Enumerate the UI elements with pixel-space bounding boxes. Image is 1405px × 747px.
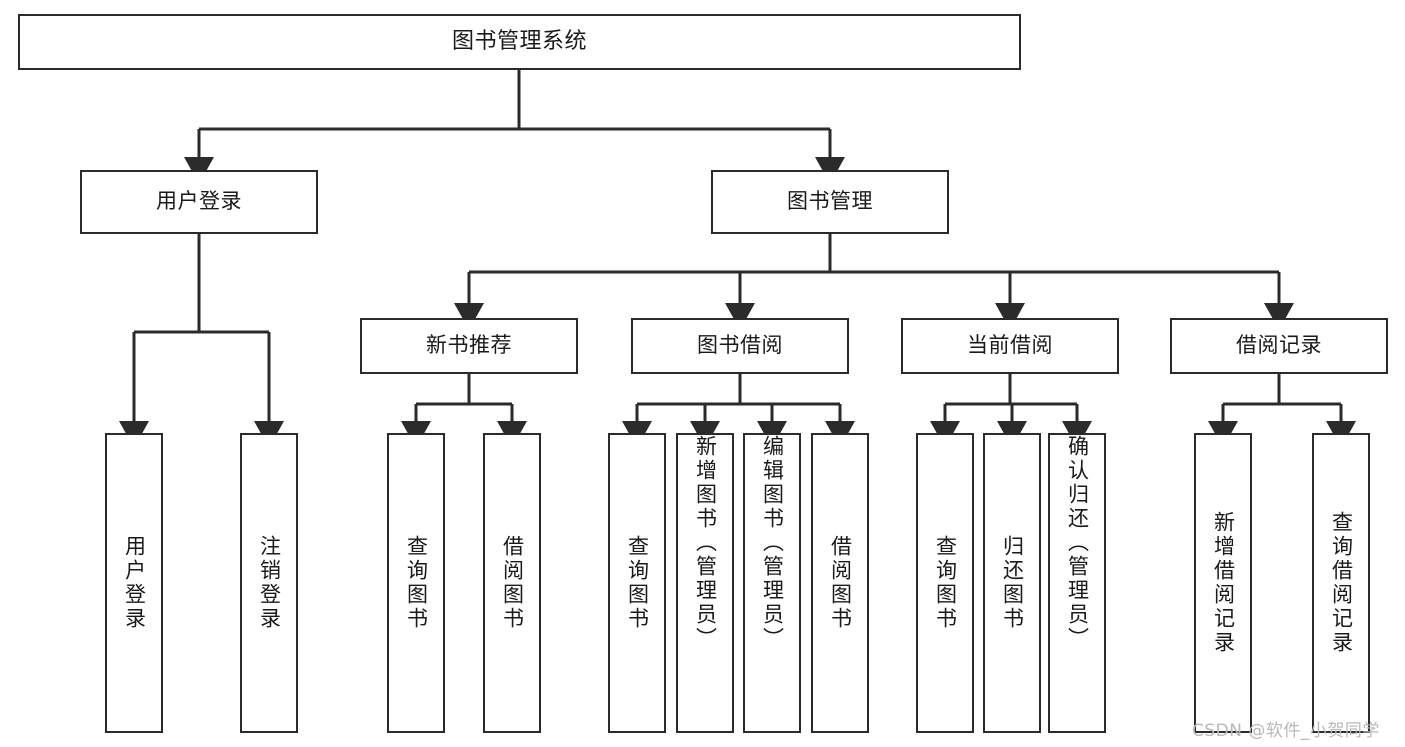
node-borrow-record[interactable]: 借阅记录 [1170, 318, 1388, 374]
node-label: 借阅记录 [1236, 333, 1322, 358]
node-label: 编辑图书（管理员） [760, 435, 785, 651]
node-root-system[interactable]: 图书管理系统 [18, 14, 1021, 70]
node-leaf-edit-book[interactable]: 编辑图书（管理员） [743, 433, 801, 733]
node-book-management[interactable]: 图书管理 [711, 170, 949, 234]
node-label: 归还图书 [1000, 535, 1025, 631]
node-label: 注销登录 [257, 535, 282, 631]
node-label: 新增借阅记录 [1211, 511, 1236, 655]
node-book-borrow[interactable]: 图书借阅 [631, 318, 849, 374]
node-leaf-borrow-book-2[interactable]: 借阅图书 [811, 433, 869, 733]
node-leaf-query-book-3[interactable]: 查询图书 [916, 433, 974, 733]
node-label: 确认归还（管理员） [1065, 435, 1090, 651]
node-label: 新书推荐 [426, 333, 512, 358]
node-leaf-query-book-2[interactable]: 查询图书 [608, 433, 666, 733]
node-leaf-add-book[interactable]: 新增图书（管理员） [676, 433, 734, 733]
node-label: 图书管理 [787, 189, 873, 214]
node-user-login[interactable]: 用户登录 [80, 170, 318, 234]
node-label: 当前借阅 [967, 333, 1053, 358]
node-label: 新增图书（管理员） [693, 435, 718, 651]
node-leaf-confirm-return[interactable]: 确认归还（管理员） [1048, 433, 1106, 733]
node-new-book-recommend[interactable]: 新书推荐 [360, 318, 578, 374]
node-leaf-borrow-book-1[interactable]: 借阅图书 [483, 433, 541, 733]
node-label: 查询借阅记录 [1329, 511, 1354, 655]
node-leaf-logout-login[interactable]: 注销登录 [240, 433, 298, 733]
node-label: 用户登录 [156, 189, 242, 214]
node-current-borrow[interactable]: 当前借阅 [901, 318, 1119, 374]
node-label: 查询图书 [404, 535, 429, 631]
node-leaf-return-book[interactable]: 归还图书 [983, 433, 1041, 733]
watermark-text: CSDN @软件_小贺同学 [1192, 721, 1380, 741]
node-label: 查询图书 [625, 535, 650, 631]
node-label: 借阅图书 [500, 535, 525, 631]
node-label: 借阅图书 [828, 535, 853, 631]
node-leaf-user-login[interactable]: 用户登录 [105, 433, 163, 733]
node-leaf-add-record[interactable]: 新增借阅记录 [1194, 433, 1252, 733]
node-label: 图书管理系统 [451, 28, 587, 54]
node-label: 用户登录 [122, 535, 147, 631]
node-leaf-query-book-1[interactable]: 查询图书 [387, 433, 445, 733]
node-leaf-query-record[interactable]: 查询借阅记录 [1312, 433, 1370, 733]
node-label: 图书借阅 [697, 333, 783, 358]
node-label: 查询图书 [933, 535, 958, 631]
